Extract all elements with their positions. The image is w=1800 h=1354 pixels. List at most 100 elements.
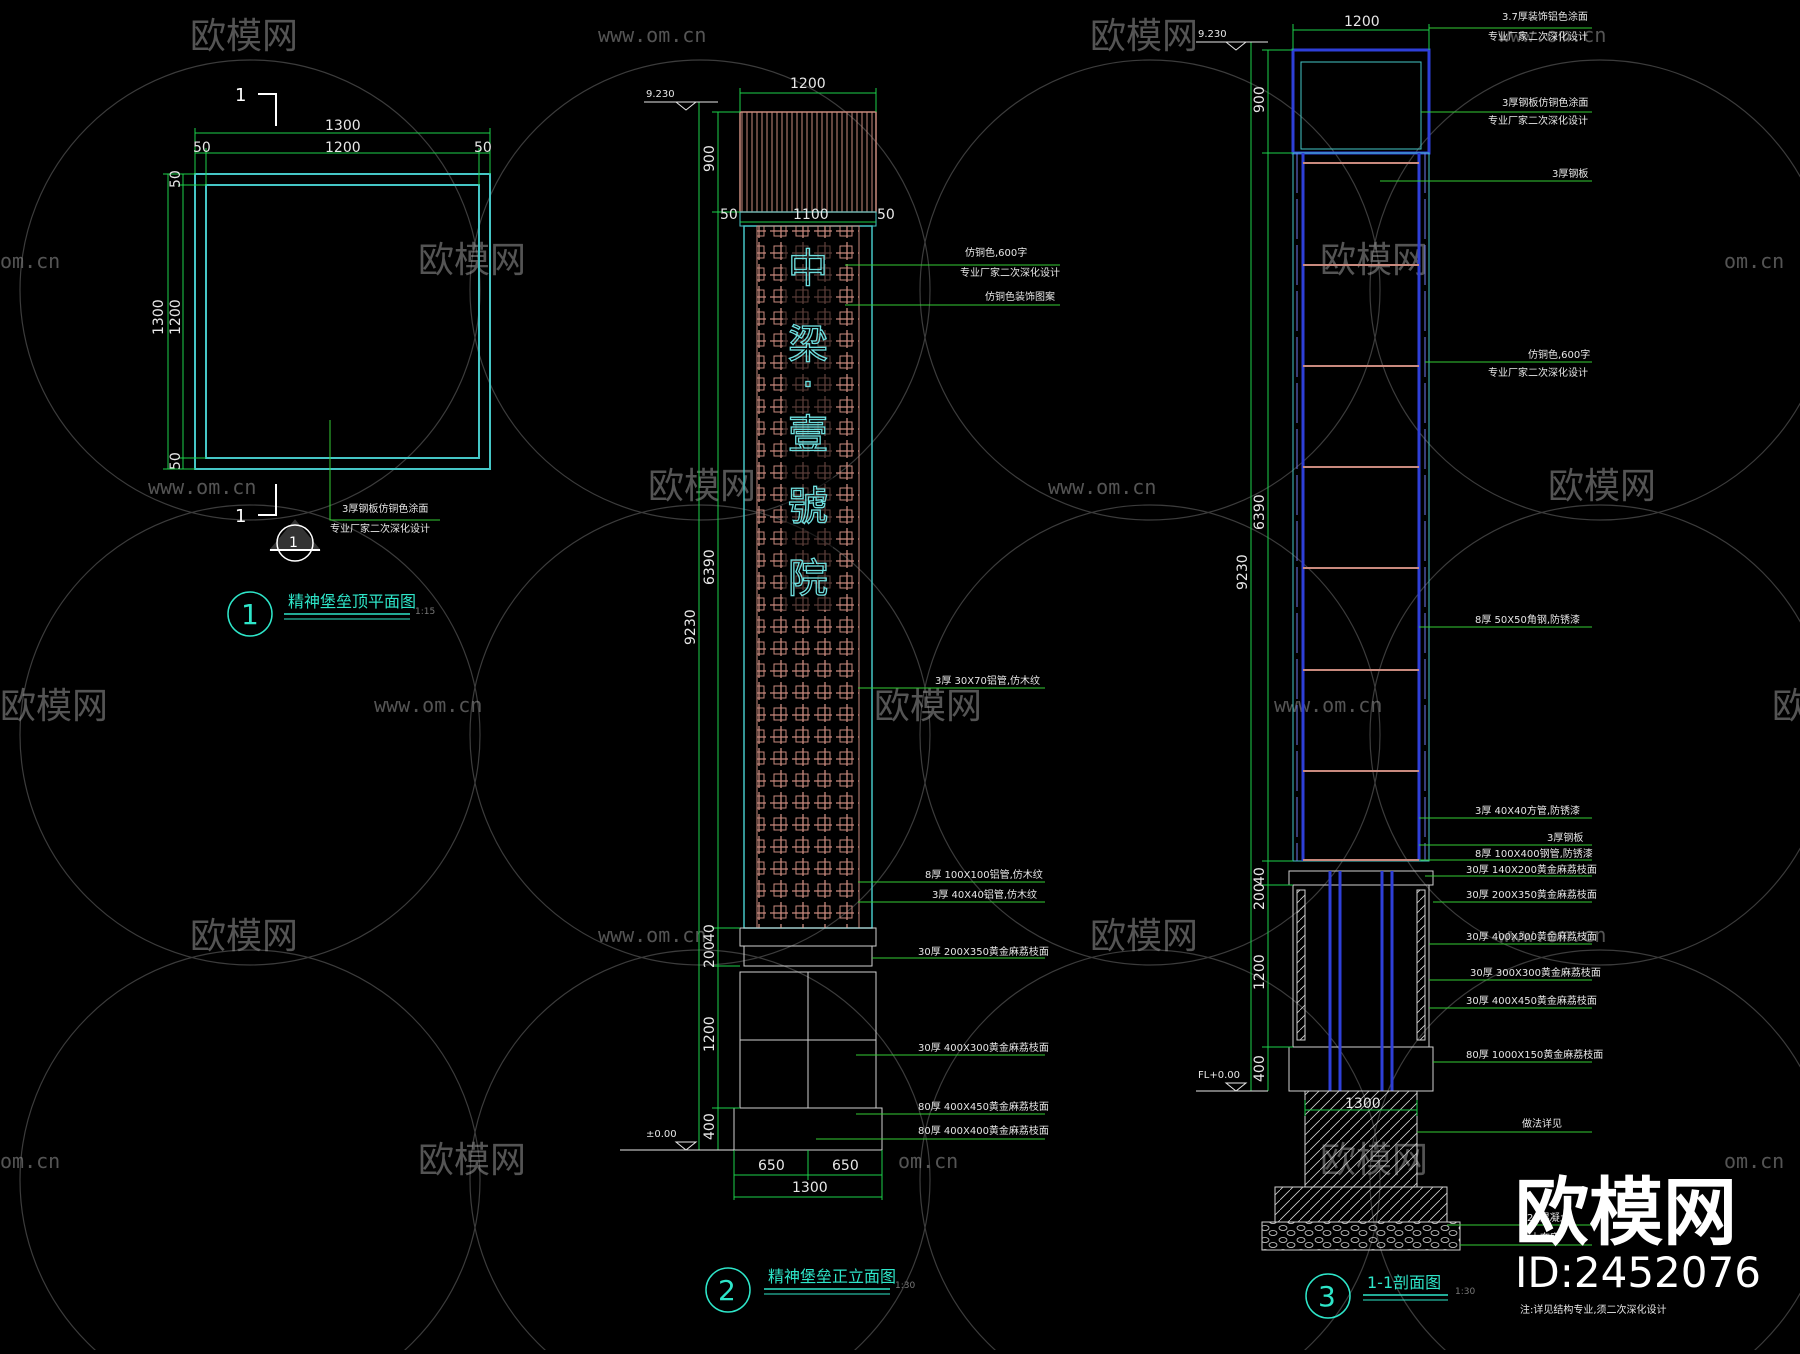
watermark-url: om.cn bbox=[0, 249, 60, 273]
plan-dim-v-bottom: 50 bbox=[168, 452, 184, 470]
watermark-url: www.om.cn bbox=[1274, 693, 1382, 717]
section-callout: 30厚 140X200黄金麻荔枝面 bbox=[1466, 863, 1597, 876]
view-scale: 1:30 bbox=[1455, 1287, 1475, 1297]
plan-dim-outer: 1300 bbox=[325, 118, 361, 134]
watermark-brand: 欧模网 bbox=[190, 16, 298, 57]
watermark-brand: 欧模网 bbox=[1090, 16, 1198, 57]
view-title: 精神堡垒顶平面图 bbox=[288, 592, 416, 611]
watermark-brand: 欧模网 bbox=[1548, 466, 1656, 507]
elevation-cap bbox=[739, 111, 877, 213]
plan-outer-outline bbox=[194, 173, 491, 470]
section-mark-bottom: 1 bbox=[235, 506, 246, 527]
section-cut-marker-bottom bbox=[258, 484, 277, 516]
elevation-dimension-lines bbox=[698, 88, 883, 1200]
section-callout: 3.7厚装饰铝色涂面 bbox=[1502, 10, 1588, 23]
watermark-url: www.om.cn bbox=[1498, 23, 1606, 47]
section-callout: 3厚 40X40方管,防锈漆 bbox=[1475, 804, 1580, 817]
section-callout: 专业厂家二次深化设计 bbox=[1488, 366, 1588, 379]
section-callout: 8厚 50X50角钢,防锈漆 bbox=[1475, 613, 1580, 626]
section-foundation bbox=[1261, 1090, 1461, 1251]
section-dim-plinth: 400 bbox=[1252, 1055, 1268, 1082]
view-3-section: 1200 900 6390 9230 200 40 1200 400 1300 … bbox=[1196, 10, 1667, 1319]
elev-dim-total: 9230 bbox=[683, 609, 699, 645]
watermark-brand: 欧模网 bbox=[418, 1140, 526, 1181]
section-level-top-label: 9.230 bbox=[1198, 29, 1227, 40]
section-dim-cap: 900 bbox=[1252, 86, 1268, 113]
elev-dim-mid-width: 1100 bbox=[793, 207, 829, 223]
watermark-brand: 欧模网 bbox=[1772, 686, 1800, 727]
watermark-brand: 欧模网 bbox=[648, 466, 756, 507]
section-callout: 30厚 400X450黄金麻荔枝面 bbox=[1466, 994, 1597, 1007]
elev-callout: 专业厂家二次深化设计 bbox=[960, 266, 1060, 279]
view-index-number: 3 bbox=[1318, 1280, 1336, 1313]
elev-callout: 30厚 200X350黄金麻荔枝面 bbox=[918, 945, 1049, 958]
elev-dim-top-width: 1200 bbox=[790, 76, 826, 92]
section-crossbars bbox=[1303, 162, 1419, 861]
elev-callout: 80厚 400X450黄金麻荔枝面 bbox=[918, 1100, 1049, 1113]
view-index-number: 2 bbox=[718, 1274, 736, 1307]
elev-dim-bottom-right: 650 bbox=[832, 1158, 859, 1174]
section-callout: 做法详见 bbox=[1522, 1117, 1562, 1130]
section-callout: 3厚钢板仿铜色涂面 bbox=[1502, 96, 1588, 109]
elevation-characters: 中 梁 · 壹 號 院 bbox=[787, 245, 828, 602]
elev-dim-bottom-total: 1300 bbox=[792, 1180, 828, 1196]
corner-watermark: 欧模网 ID:2452076 bbox=[1515, 1170, 1761, 1297]
section-mark-top: 1 bbox=[235, 85, 246, 106]
elev-callout: 3厚 30X70铝管,仿木纹 bbox=[935, 674, 1040, 687]
section-callout: 30厚 200X350黄金麻荔枝面 bbox=[1466, 888, 1597, 901]
elevation-base-band bbox=[739, 927, 877, 947]
view-scale: 1:30 bbox=[895, 1281, 915, 1291]
section-level-bottom: FL+0.00 bbox=[1196, 1070, 1268, 1092]
elev-dim-base-b: 40 bbox=[702, 924, 718, 942]
elev-callout: 80厚 400X400黄金麻荔枝面 bbox=[918, 1124, 1049, 1137]
elev-callout: 8厚 100X100铝管,仿木纹 bbox=[925, 868, 1043, 881]
view-scale: 1:15 bbox=[415, 607, 435, 617]
plan-dim-inner: 1200 bbox=[325, 140, 361, 156]
section-callout: 8厚 100X400钢管,防锈漆 bbox=[1475, 847, 1593, 860]
plan-callout-line1: 3厚钢板仿铜色涂面 bbox=[342, 502, 428, 515]
section-callout: 3厚钢板 bbox=[1552, 167, 1588, 180]
plan-dim-left: 50 bbox=[193, 140, 211, 156]
elev-level-top: 9.230 bbox=[644, 89, 718, 111]
sign-character: 號 bbox=[788, 484, 828, 530]
section-callout: 素土夯实 bbox=[1520, 1231, 1560, 1244]
watermark-url: www.om.cn bbox=[598, 923, 706, 947]
plan-inner-outline bbox=[205, 184, 480, 459]
sign-character: 壹 bbox=[788, 412, 828, 458]
elev-callout: 仿铜色装饰图案 bbox=[985, 290, 1055, 303]
section-dim-base-b: 40 bbox=[1252, 867, 1268, 885]
sign-character: · bbox=[802, 362, 815, 408]
elev-dim-panel: 6390 bbox=[702, 549, 718, 585]
watermark-brand: 欧模网 bbox=[190, 916, 298, 957]
section-note: 注:详见结构专业,须二次深化设计 bbox=[1520, 1303, 1667, 1316]
view-index-circle bbox=[227, 591, 273, 637]
view-2-front-elevation: 中 梁 · 壹 號 院 1200 1100 50 bbox=[620, 76, 1060, 1313]
plan-dim-v-top: 50 bbox=[168, 170, 184, 188]
elev-callout: 30厚 400X300黄金麻荔枝面 bbox=[918, 1041, 1049, 1054]
elev-callout: 仿铜色,600字 bbox=[965, 246, 1027, 259]
elev-level-bottom-label: ±0.00 bbox=[646, 1129, 677, 1140]
elevation-base-band bbox=[743, 945, 873, 967]
elev-dim-base-a: 200 bbox=[702, 941, 718, 968]
plan-dim-v-outer: 1300 bbox=[151, 299, 167, 335]
watermark-brand: 欧模网 bbox=[1320, 240, 1428, 281]
sign-character: 中 bbox=[788, 246, 828, 292]
section-callout-leaders bbox=[1380, 27, 1592, 1246]
section-callout: 80厚 1000X150黄金麻荔枝面 bbox=[1466, 1048, 1603, 1061]
section-dim-top-width: 1200 bbox=[1344, 14, 1380, 30]
section-cap-frame bbox=[1291, 48, 1431, 155]
section-dim-base-a: 200 bbox=[1252, 883, 1268, 910]
section-base bbox=[1288, 870, 1434, 1092]
watermark-url: om.cn bbox=[1724, 1149, 1784, 1173]
section-callout: 仿铜色,600字 bbox=[1528, 348, 1590, 361]
watermark-layer: 欧模网 欧模网 欧模网 欧模网 欧模网 欧模网 欧模网 欧模网 欧模网 欧模网 … bbox=[0, 16, 1800, 1354]
plan-dim-v-inner: 1200 bbox=[168, 299, 184, 335]
corner-id: ID:2452076 bbox=[1515, 1248, 1761, 1297]
watermark-url: www.om.cn bbox=[374, 693, 482, 717]
section-callout: 专业厂家二次深化设计 bbox=[1488, 30, 1588, 43]
view-title: 1-1剖面图 bbox=[1367, 1273, 1441, 1292]
section-callout: 3厚钢板 bbox=[1547, 831, 1583, 844]
plan-callout-leader bbox=[329, 420, 440, 521]
